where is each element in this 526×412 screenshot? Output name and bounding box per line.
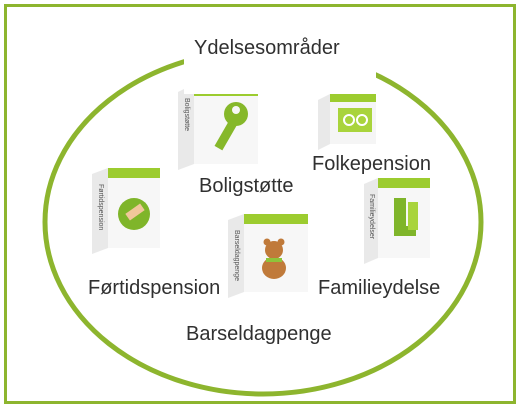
glasses-icon: [338, 108, 372, 132]
svg-text:Førtidspension: Førtidspension: [97, 184, 104, 230]
svg-text:Familieydelser: Familieydelser: [368, 194, 375, 240]
key-icon: [214, 102, 248, 151]
svg-text:Boligstøtte: Boligstøtte: [183, 98, 190, 131]
teddy-bear-icon: [262, 238, 286, 279]
label-familieydelse: Familieydelse: [318, 277, 441, 299]
product-box-folkepension: [318, 94, 378, 150]
label-fortidspension: Førtidspension: [88, 277, 221, 299]
label-barseldagpenge: Barseldagpenge: [186, 323, 332, 345]
product-box-fortidspension: Førtidspension: [92, 168, 162, 254]
diagram-title: Ydelsesområder: [184, 32, 376, 94]
product-box-familieydelse: Familieydelser: [364, 178, 432, 264]
product-box-barseldagpenge: Barseldagpenge: [228, 214, 310, 298]
boots-icon: [394, 198, 418, 236]
label-folkepension: Folkepension: [312, 153, 431, 175]
label-boligstotte: Boligstøtte: [199, 175, 294, 197]
apple-icon: [118, 198, 150, 230]
product-box-boligstotte: Boligstøtte: [178, 84, 260, 170]
svg-text:Barseldagpenge: Barseldagpenge: [233, 230, 240, 281]
